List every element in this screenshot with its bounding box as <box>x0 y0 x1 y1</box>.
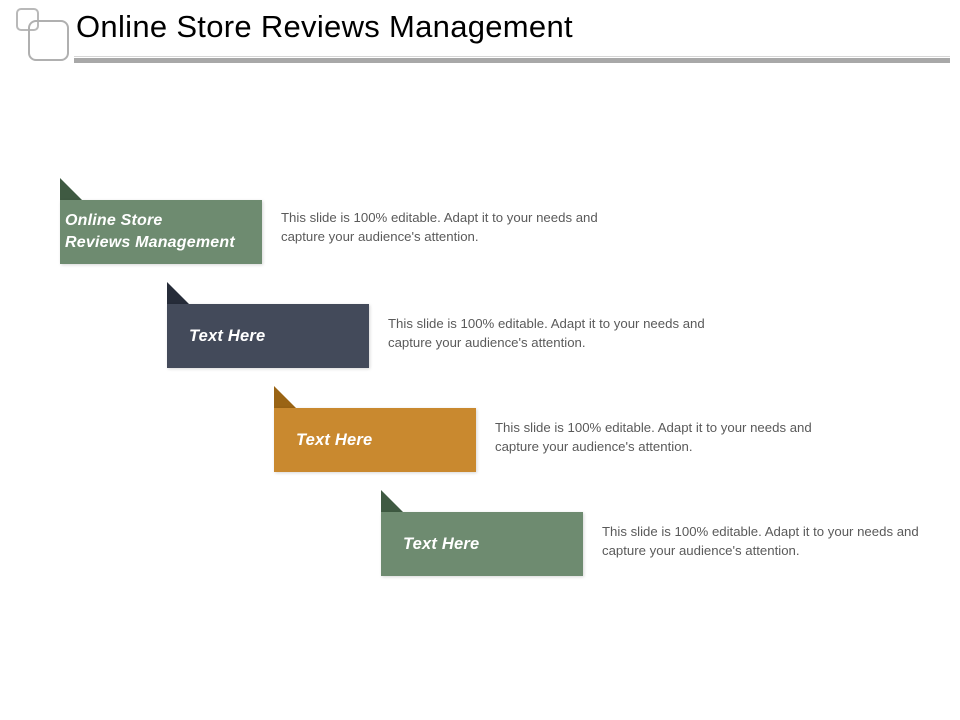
banner-3[interactable]: Text Here <box>274 386 476 472</box>
fold-corner-icon <box>167 282 189 304</box>
fold-corner-icon <box>60 178 82 200</box>
row-description-1: This slide is 100% editable. Adapt it to… <box>281 210 598 244</box>
banner-box-3[interactable]: Text Here <box>274 408 476 472</box>
logo-small-square <box>16 8 39 31</box>
banner-1[interactable]: Online Store Reviews Management <box>60 178 262 264</box>
banner-box-4[interactable]: Text Here <box>381 512 583 576</box>
page-title: Online Store Reviews Management <box>76 9 573 44</box>
banner-box-2[interactable]: Text Here <box>167 304 369 368</box>
fold-corner-icon <box>274 386 296 408</box>
fold-corner-icon <box>381 490 403 512</box>
banner-label-2: Text Here <box>189 327 266 345</box>
banner-4[interactable]: Text Here <box>381 490 583 576</box>
banner-label-3: Text Here <box>296 431 373 449</box>
header-divider-thin-line <box>74 56 950 57</box>
row-description-2: This slide is 100% editable. Adapt it to… <box>388 316 705 350</box>
slide-header: Online Store Reviews Management <box>0 0 960 74</box>
banner-label-4: Text Here <box>403 535 480 553</box>
banner-2[interactable]: Text Here <box>167 282 369 368</box>
logo-large-square <box>28 20 69 61</box>
header-divider-thick-line <box>74 58 950 63</box>
row-description-3: This slide is 100% editable. Adapt it to… <box>495 420 812 454</box>
header-divider <box>74 56 950 64</box>
row-description-4: This slide is 100% editable. Adapt it to… <box>602 524 919 558</box>
banner-box-1[interactable]: Online Store Reviews Management <box>60 200 262 264</box>
banner-label-1: Online Store Reviews Management <box>65 212 235 251</box>
overlapping-rounded-squares-icon <box>16 8 72 64</box>
